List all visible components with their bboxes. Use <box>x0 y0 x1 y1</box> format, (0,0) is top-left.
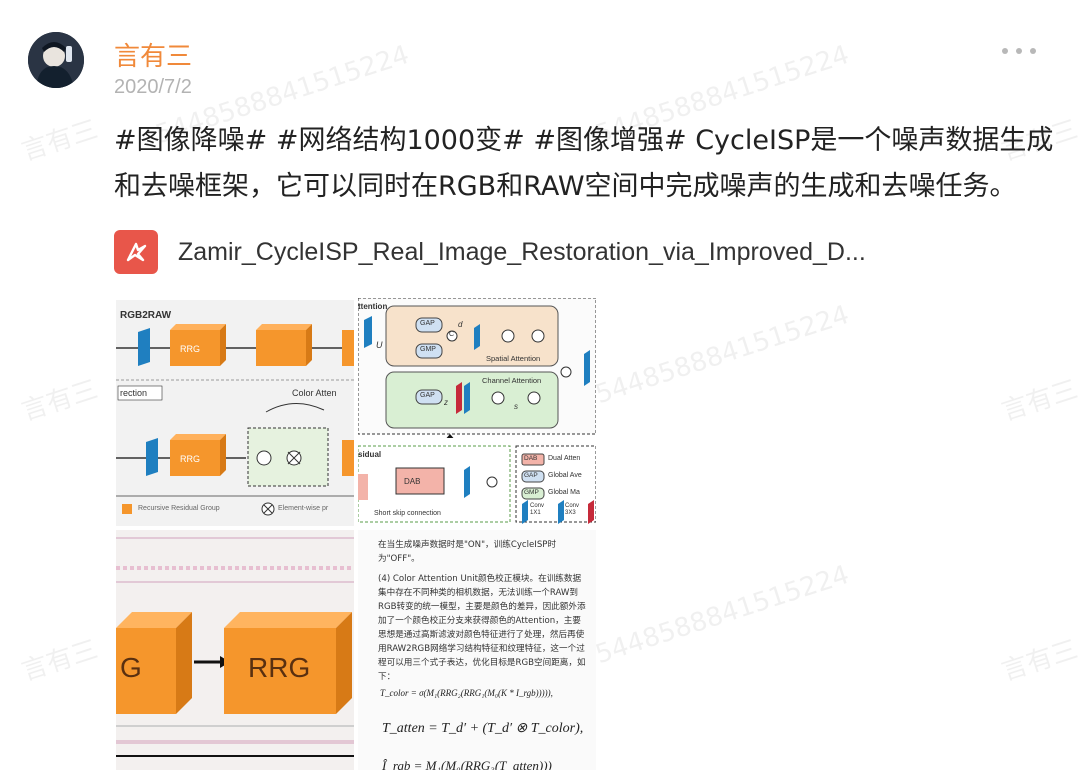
diagram-label: Conv 3X3 <box>565 503 580 516</box>
diagram-label: Spatial Attention <box>486 354 541 363</box>
diagram-label: GMP <box>524 489 539 496</box>
post-text: #图像降噪# #网络结构1000变# #图像增强# CycleISP是一个噪声数… <box>114 118 1054 210</box>
attachment-filename: Zamir_CycleISP_Real_Image_Restoration_vi… <box>178 237 866 266</box>
paper-paragraph: (4) Color Attention Unit颜色校正模块。在训练数据集中存在… <box>378 574 586 682</box>
paper-excerpt: 在当生成噪声数据时是"ON"，训练CycleISP时为"OFF"。 (4) Co… <box>378 538 588 690</box>
diagram-label: GAP <box>420 392 435 399</box>
post-image-2[interactable]: ttention U GAP GMP C d Spatial Attention… <box>358 298 596 526</box>
watermark: 言有三 <box>998 634 1080 688</box>
pdf-attachment[interactable]: Zamir_CycleISP_Real_Image_Restoration_vi… <box>114 230 866 274</box>
post-image-4[interactable]: 在当生成噪声数据时是"ON"，训练CycleISP时为"OFF"。 (4) Co… <box>358 530 596 770</box>
post-text-line: #图像降噪# #网络结构1000变# #图像增强# CycleISP是一个噪声数… <box>114 125 1054 156</box>
watermark: 言有三 <box>18 374 102 428</box>
post-image-1[interactable]: RGB2RAW RRG RRG Color Atten rection Recu… <box>116 300 354 526</box>
avatar-image <box>28 32 84 88</box>
author-name[interactable]: 言有三 <box>114 42 193 72</box>
diagram-label: RGB2RAW <box>120 310 172 321</box>
diagram-label: G <box>120 652 142 683</box>
diagram-label: RRG <box>248 652 311 683</box>
diagram-label: s <box>514 402 518 411</box>
post-image-3[interactable]: G RRG <box>116 530 354 770</box>
diagram-label: Short skip connection <box>374 510 441 517</box>
diagram-label: DAB <box>524 455 538 462</box>
post-date: 2020/7/2 <box>114 76 192 98</box>
diagram-label: U <box>376 340 383 350</box>
avatar[interactable] <box>28 32 84 88</box>
diagram-label: RRG <box>180 344 200 354</box>
diagram-label: Dual Atten <box>548 455 581 462</box>
paper-paragraph: 在当生成噪声数据时是"ON"，训练CycleISP时为"OFF"。 <box>378 540 557 564</box>
post-text-line: 和去噪框架，它可以同时在RGB和RAW空间中完成噪声的生成和去噪任务。 <box>114 171 1017 202</box>
diagram-label: C <box>449 331 455 338</box>
diagram-label: Global Ave <box>548 472 582 479</box>
watermark: 5448588841515224 <box>591 559 853 671</box>
paper-equation: T_atten = T_d′ + (T_d′ ⊗ T_color), <box>382 721 584 736</box>
diagram-label: GMP <box>420 346 436 353</box>
diagram-label: Global Ma <box>548 489 580 496</box>
diagram-label: Channel Attention <box>482 376 542 385</box>
watermark: 言有三 <box>998 374 1080 428</box>
diagram-label: Color Atten <box>292 388 337 398</box>
diagram-label: Recursive Residual Group <box>138 505 220 512</box>
diagram-label: GAP <box>420 320 435 327</box>
diagram-label: sidual <box>358 450 382 459</box>
pdf-icon <box>114 230 158 274</box>
watermark: 5448588841515224 <box>591 299 853 411</box>
diagram-label: d <box>458 320 463 329</box>
diagram-label: ttention <box>358 302 388 311</box>
more-options-icon[interactable] <box>1002 44 1036 58</box>
paper-equation: T_color = σ(M₁(RRG₂(RRG₁(M₀(K * I_rgb)))… <box>380 688 553 698</box>
diagram-label: GAP <box>524 472 538 479</box>
diagram-label: RRG <box>180 454 200 464</box>
diagram-label: Conv 1X1 <box>530 503 545 516</box>
watermark: 言有三 <box>18 114 102 168</box>
diagram-label: DAB <box>404 477 421 486</box>
watermark: 言有三 <box>18 634 102 688</box>
diagram-label: rection <box>120 388 148 398</box>
diagram-label: Element-wise pr <box>278 505 329 512</box>
diagram-label: z <box>444 398 448 407</box>
paper-equation: Î_rgb = M₁(M₀(RRG₃(T_atten))) <box>382 758 552 770</box>
